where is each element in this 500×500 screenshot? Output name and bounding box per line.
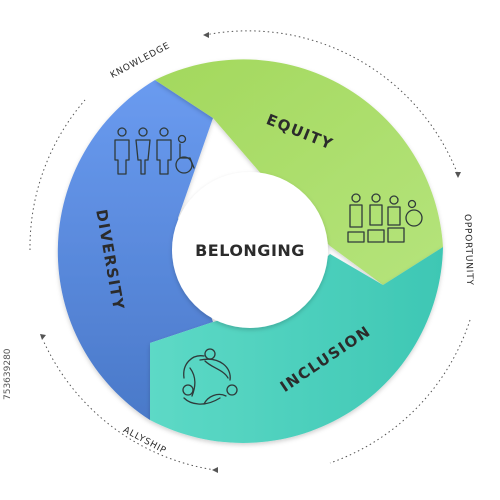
- allyship-label: ALLYSHIP: [121, 425, 168, 456]
- arrow-left: [29, 99, 86, 251]
- arrowhead-top-icon: [203, 32, 209, 38]
- circular-people-icon: [182, 348, 238, 405]
- arrow-heads: [40, 32, 461, 473]
- inclusion-segment: [150, 247, 443, 443]
- people-equity-icon: [347, 193, 423, 243]
- diversity-segment: [57, 80, 214, 420]
- watermark-id: 753639280: [3, 348, 13, 400]
- diverse-people-icon: [114, 127, 195, 175]
- outer-arrows: [29, 30, 471, 471]
- knowledge-label: KNOWLEDGE: [109, 41, 172, 81]
- center-label: BELONGING: [195, 241, 305, 260]
- opportunity-label: OPPORTUNITY: [462, 214, 475, 286]
- arrowhead-right-icon: [455, 172, 461, 178]
- center-circle: [172, 172, 328, 328]
- arrowhead-bottom-icon: [212, 467, 218, 473]
- arrow-right: [329, 319, 471, 464]
- equity-segment: [155, 59, 443, 285]
- arrowhead-left-icon: [40, 334, 46, 340]
